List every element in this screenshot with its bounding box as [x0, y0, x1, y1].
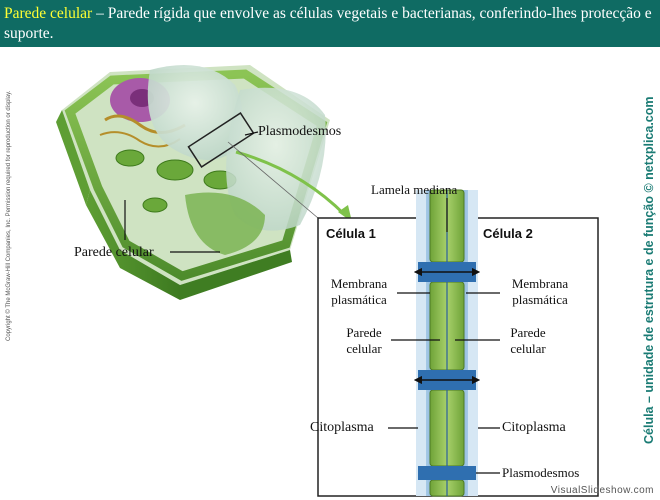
label-parede-right-line1: Parede	[510, 325, 546, 340]
label-parede-right-line2: celular	[510, 341, 546, 356]
label-parede-left-line2: celular	[346, 341, 382, 356]
zoom-arrow	[235, 150, 347, 217]
label-parede-left-line1: Parede	[346, 325, 382, 340]
label-membrana-right: Membrana plasmática	[502, 276, 578, 308]
membrane-strip	[416, 189, 478, 497]
watermark: VisualSlideshow.com	[550, 485, 654, 496]
label-parede-celular: Parede celular	[74, 245, 154, 260]
plant-cell-block	[56, 65, 330, 300]
plasmodesmos-highlight-box	[187, 112, 255, 168]
label-lamela-mediana: Lamela mediana	[371, 182, 458, 197]
label-membrana-left-line2: plasmática	[331, 292, 387, 307]
label-membrana-left: Membrana plasmática	[322, 276, 396, 308]
slide-header: Parede celular – Parede rígida que envol…	[0, 0, 660, 47]
header-term: Parede celular	[4, 5, 93, 22]
label-citoplasma-right: Citoplasma	[502, 420, 566, 435]
label-celula-2: Célula 2	[483, 226, 533, 241]
label-membrana-right-line2: plasmática	[512, 292, 568, 307]
label-parede-left: Parede celular	[337, 325, 391, 357]
label-membrana-left-line1: Membrana	[330, 276, 388, 291]
label-citoplasma-left: Citoplasma	[310, 420, 374, 435]
label-parede-right: Parede celular	[502, 325, 554, 357]
label-celula-1: Célula 1	[326, 226, 376, 241]
label-membrana-right-line1: Membrana	[511, 276, 569, 291]
header-definition: Parede celular – Parede rígida que envol…	[4, 4, 654, 44]
header-definition-text: – Parede rígida que envolve as células v…	[4, 5, 652, 42]
label-plasmodesmos-bottom: Plasmodesmos	[502, 465, 580, 480]
label-plasmodesmos-top: Plasmodesmos	[258, 124, 342, 139]
